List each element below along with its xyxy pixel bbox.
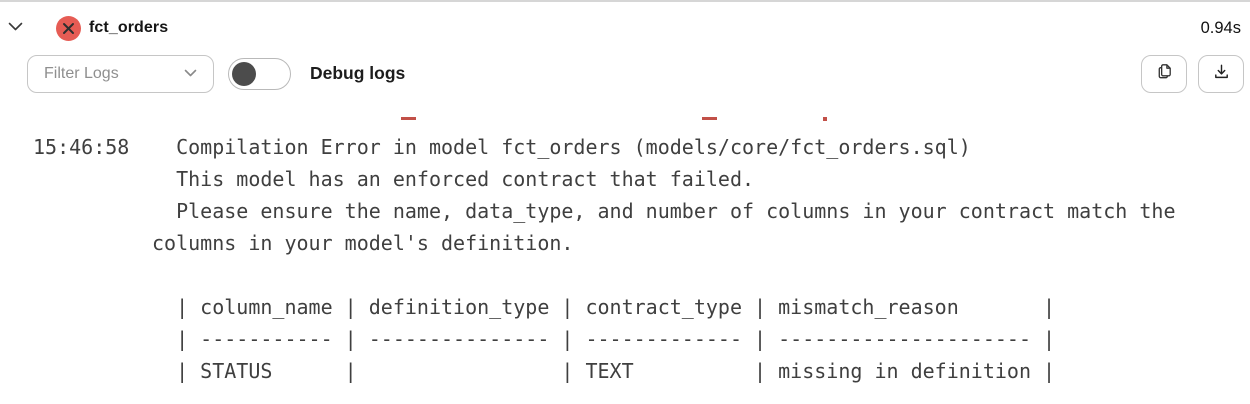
filter-logs-label: Filter Logs <box>44 65 119 82</box>
filter-logs-select[interactable]: Filter Logs <box>27 55 214 93</box>
model-title: fct_orders <box>89 19 169 36</box>
log-timestamp: 15:46:58 <box>33 135 130 159</box>
debug-logs-label: Debug logs <box>310 63 406 83</box>
log-output-panel[interactable]: 15:46:58 Compilation Error in model fct_… <box>0 102 1250 404</box>
red-text-remnant <box>823 117 827 121</box>
copy-icon <box>1155 62 1174 86</box>
red-text-remnant <box>401 117 416 120</box>
run-duration: 0.94s <box>1200 19 1241 37</box>
log-toolbar: Filter Logs Debug logs <box>0 48 1250 102</box>
toggle-knob <box>232 61 256 86</box>
result-header: fct_orders 0.94s <box>0 2 1250 48</box>
red-text-remnant <box>702 117 717 120</box>
download-icon <box>1212 62 1231 86</box>
copy-logs-button[interactable] <box>1141 55 1187 93</box>
chevron-down-icon[interactable] <box>7 21 23 33</box>
debug-logs-toggle[interactable] <box>228 58 291 90</box>
download-logs-button[interactable] <box>1198 55 1244 93</box>
error-status-icon <box>56 16 81 41</box>
chevron-down-icon <box>184 65 197 83</box>
compilation-error-message: Compilation Error in model fct_orders (m… <box>152 135 1176 383</box>
